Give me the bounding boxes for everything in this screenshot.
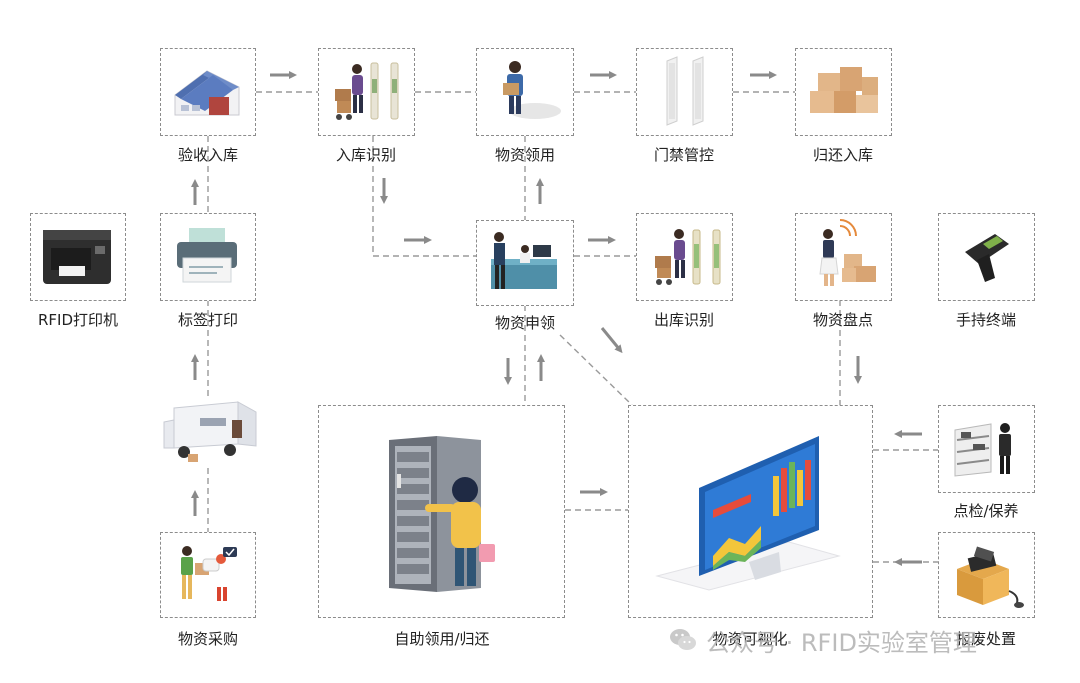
label-return-storage: 归还入库 — [812, 146, 874, 164]
node-inspection-maintenance[interactable] — [938, 405, 1035, 493]
dashed-links — [207, 91, 938, 563]
node-rfid-printer[interactable] — [30, 213, 126, 301]
label-access-control: 门禁管控 — [653, 146, 715, 164]
delivery-truck-icon — [163, 401, 257, 462]
node-outbound-identify[interactable] — [636, 213, 733, 301]
label-handheld-terminal: 手持终端 — [955, 311, 1017, 329]
node-material-requisition[interactable] — [476, 48, 574, 136]
node-scrap-disposal[interactable] — [938, 532, 1035, 618]
label-label-printing: 标签打印 — [177, 311, 239, 329]
wechat-logo-icon — [670, 629, 696, 650]
label-rfid-printer: RFID打印机 — [37, 311, 119, 329]
label-outbound-identify: 出库识别 — [653, 311, 715, 329]
scrap-box-icon — [957, 546, 1024, 608]
label-inbound-identify: 入库识别 — [335, 146, 397, 164]
node-self-service[interactable] — [318, 405, 565, 618]
node-material-visualization[interactable] — [628, 405, 873, 618]
label-material-visualization: 物资可视化 — [712, 630, 788, 648]
printer-icon — [177, 228, 237, 283]
flow-arrows — [191, 71, 922, 566]
node-handheld-terminal[interactable] — [938, 213, 1035, 301]
label-inspection-maintenance: 点检/保养 — [953, 502, 1019, 520]
label-scrap-disposal: 报废处置 — [955, 630, 1017, 648]
node-access-control[interactable] — [636, 48, 733, 136]
label-material-procurement: 物资采购 — [177, 630, 239, 648]
procurement-icon — [181, 546, 237, 601]
watermark-text: 公众号 · RFID实验室管理 — [706, 628, 977, 657]
rfid-gate-worker-icon — [335, 62, 399, 120]
watermark: 公众号 · RFID实验室管理 — [668, 622, 977, 658]
label-material-requisition: 物资领用 — [494, 146, 556, 164]
node-label-printing[interactable] — [160, 213, 256, 301]
node-material-procurement[interactable] — [160, 532, 256, 618]
rfid-gate-icon — [666, 56, 704, 126]
node-material-application[interactable] — [476, 220, 574, 306]
handheld-reader-icon — [965, 234, 1009, 282]
stacked-boxes-icon — [810, 67, 878, 113]
service-desk-icon — [491, 232, 557, 289]
rfid-gate-worker-icon — [655, 229, 721, 285]
label-acceptance-storage: 验收入库 — [177, 146, 239, 164]
smart-cabinet-icon — [389, 436, 495, 592]
inspection-shelf-icon — [954, 423, 1011, 477]
label-material-inventory: 物资盘点 — [812, 311, 874, 329]
node-inbound-identify[interactable] — [318, 48, 415, 136]
node-acceptance-storage[interactable] — [160, 48, 256, 136]
node-material-inventory[interactable] — [795, 213, 892, 301]
label-material-application: 物资申领 — [494, 314, 556, 332]
worker-carrying-box-icon — [503, 61, 561, 119]
warehouse-icon — [174, 70, 240, 116]
node-return-storage[interactable] — [795, 48, 892, 136]
inventory-scanning-icon — [819, 219, 876, 286]
dashboard-monitor-icon — [655, 436, 841, 591]
rfid-printer-icon — [43, 230, 111, 284]
label-self-service: 自助领用/归还 — [394, 630, 490, 648]
